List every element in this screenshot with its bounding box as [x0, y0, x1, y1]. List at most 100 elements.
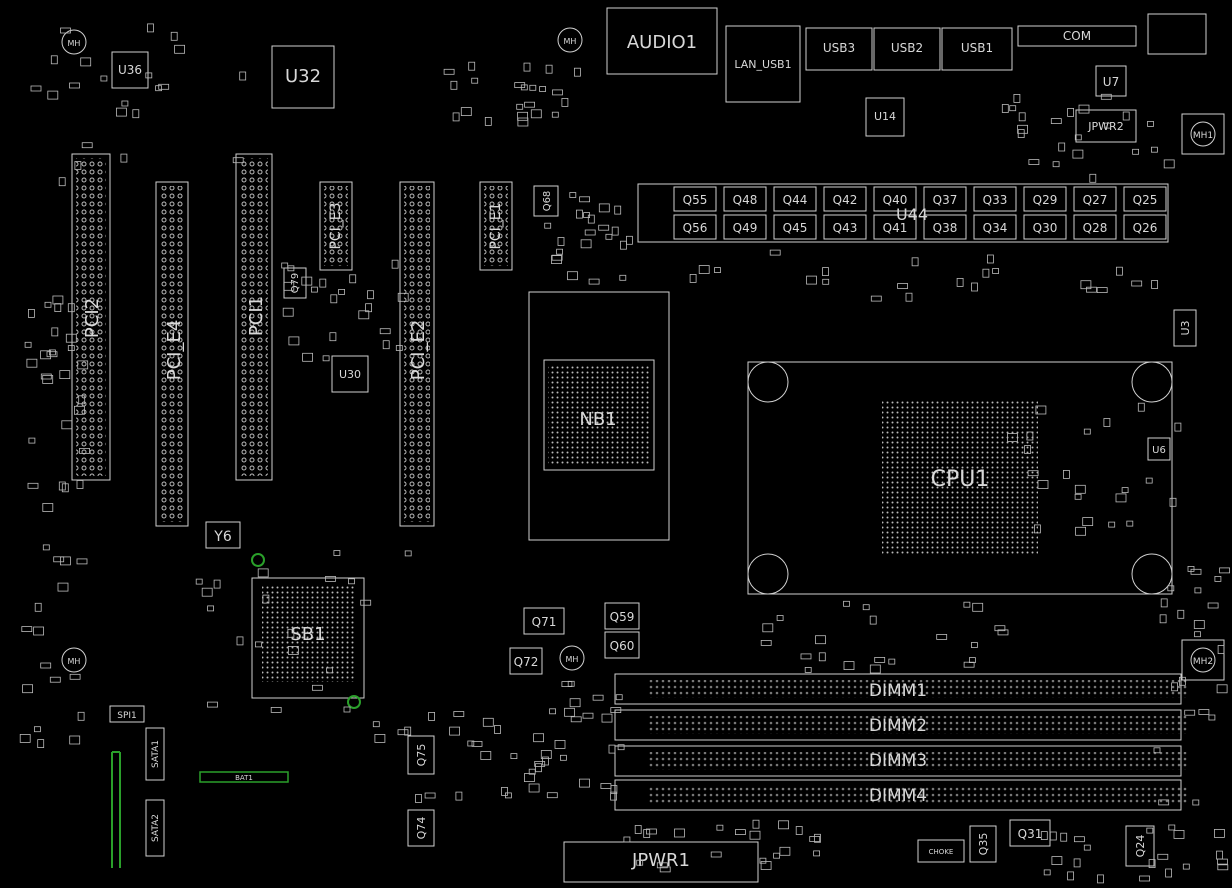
smd-pad [760, 640, 772, 646]
smd-pad [610, 791, 617, 801]
smd-pad [620, 240, 627, 250]
mosfet-q55 [673, 186, 717, 212]
dimm-slots: DIMM1 DIMM2 DIMM3 DIMM4 [614, 673, 1188, 811]
smd-pad [936, 634, 948, 640]
smd-pad [397, 729, 409, 736]
smd-pad [1049, 831, 1057, 841]
mosfet-q42 [823, 186, 867, 212]
smd-pad [145, 72, 153, 79]
smd-pad [822, 278, 830, 285]
mh2-label: MH2 [1193, 657, 1213, 667]
smd-pad [804, 667, 812, 673]
smd-pad [556, 248, 563, 255]
smd-pad [42, 503, 54, 512]
smd-pad [236, 636, 244, 646]
smd-pad [674, 828, 685, 838]
smd-pad [552, 89, 563, 96]
expansion-slots: PCI2 PCI_E4 PCI1 PCI_E2 PCI_E3 PCI_E1 [71, 153, 513, 527]
jpwr2-label: JPWR2 [1087, 120, 1123, 133]
smd-pad [49, 349, 56, 356]
smd-pad [1174, 422, 1182, 432]
smd-pad [281, 262, 289, 269]
smd-pad [551, 111, 559, 118]
smd-pad [779, 846, 791, 856]
smd-pad [545, 64, 553, 74]
u7-label: U7 [1103, 75, 1119, 89]
smd-pad [546, 792, 558, 799]
u14-label: U14 [874, 110, 896, 123]
smd-pad [40, 350, 51, 360]
pcie4-label: PCI_E4 [164, 320, 185, 381]
smd-pad [121, 100, 129, 107]
smd-pad [1146, 827, 1154, 834]
smd-pad [207, 701, 218, 708]
smd-pad [1116, 266, 1123, 276]
smd-pad [689, 273, 697, 283]
smd-pad [615, 694, 623, 701]
usb2-label: USB2 [891, 41, 923, 55]
com-label: COM [1063, 29, 1091, 43]
smd-pad [714, 267, 721, 274]
smd-pad [1074, 134, 1082, 141]
smd-pad [468, 61, 476, 71]
smd-pad [40, 662, 52, 669]
smd-pad [517, 117, 529, 127]
smd-pad [813, 850, 820, 857]
mh-top-left-label: MH [68, 39, 81, 48]
smd-pad [1139, 875, 1150, 882]
mosfet-label-q33: Q33 [983, 193, 1008, 207]
audio-label: AUDIO1 [627, 32, 697, 53]
mosfet-q27 [1073, 186, 1117, 212]
smd-pad [1028, 159, 1040, 166]
smd-pad [551, 254, 563, 261]
smd-pad [1067, 108, 1074, 117]
dimm4-label: DIMM4 [869, 786, 927, 806]
smd-pad [49, 676, 61, 683]
smd-pad [37, 739, 45, 748]
smd-pad [608, 744, 616, 754]
smd-pad [100, 75, 108, 82]
smd-pad [623, 836, 631, 843]
smd-pad [395, 345, 403, 351]
smd-pad [1083, 844, 1091, 851]
smd-pad [1167, 585, 1175, 592]
smd-pad [174, 44, 186, 54]
smd-pad [254, 641, 262, 648]
smd-pad [116, 107, 127, 117]
smd-pad [710, 851, 722, 858]
smd-pad [455, 791, 463, 801]
smd-pad [814, 833, 821, 843]
smd-pad [80, 57, 92, 67]
smd-pad [567, 271, 578, 281]
smd-pad [1078, 104, 1090, 114]
q59-label: Q59 [610, 610, 635, 624]
smd-pad [1058, 142, 1066, 152]
smd-pad [22, 684, 34, 694]
smd-pad [514, 82, 526, 88]
smd-pad [1013, 94, 1021, 103]
smd-pad [806, 275, 817, 285]
bat-label: BAT1 [235, 774, 253, 782]
smd-pad [843, 600, 850, 607]
smd-pad [778, 820, 789, 830]
smd-pad [195, 578, 203, 585]
smd-pad [60, 27, 71, 34]
smd-pad [69, 673, 81, 680]
smd-pad [569, 698, 581, 708]
smd-pad [1160, 598, 1168, 608]
smd-pad [424, 792, 436, 799]
smd-pad [27, 482, 39, 489]
smd-pad [1159, 614, 1167, 624]
smd-pad [1165, 868, 1172, 878]
smd-pad [795, 826, 803, 835]
mosfet-q41 [873, 214, 917, 240]
smd-pad [1198, 709, 1210, 715]
smd-pad [1151, 146, 1158, 153]
smd-pad [592, 694, 604, 701]
mosfet-label-q28: Q28 [1083, 221, 1108, 235]
southbridge-chip: SB1 [251, 553, 365, 709]
smd-pad [467, 740, 475, 747]
smd-pad [956, 277, 964, 287]
smd-pad [963, 661, 975, 668]
spi-label: SPI1 [117, 711, 137, 721]
